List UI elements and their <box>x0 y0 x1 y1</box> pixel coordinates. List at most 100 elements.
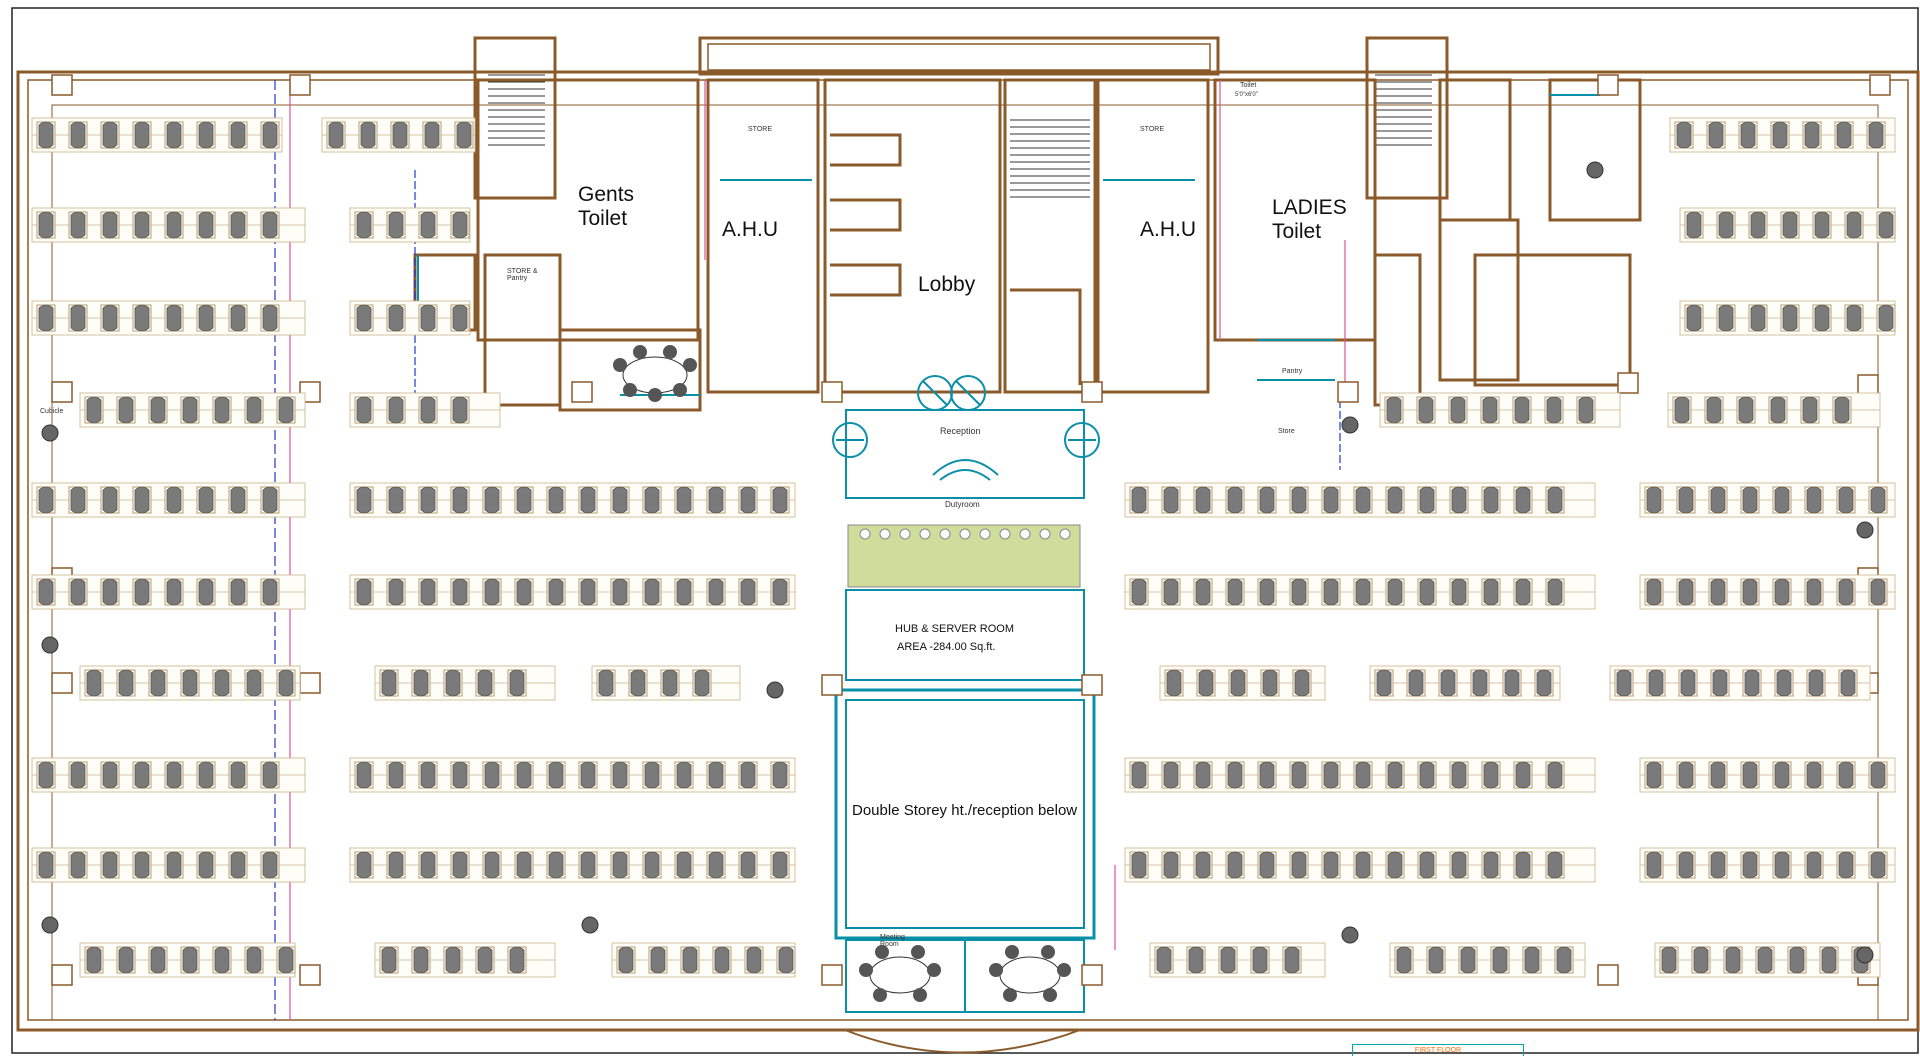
workstation <box>164 121 184 149</box>
workstation <box>1868 578 1888 606</box>
workstation <box>180 396 200 424</box>
workstation <box>418 578 438 606</box>
workstation <box>1449 851 1469 879</box>
workstation <box>1129 761 1149 789</box>
title-block: FIRST FLOOR <box>1352 1044 1524 1056</box>
workstation <box>354 851 374 879</box>
workstation <box>610 486 630 514</box>
column <box>1081 381 1103 403</box>
workstation <box>418 851 438 879</box>
workstation <box>1225 851 1245 879</box>
workstation <box>411 946 431 974</box>
workstation <box>1321 851 1341 879</box>
workstation <box>706 851 726 879</box>
workstation <box>546 578 566 606</box>
workstation <box>1806 669 1826 697</box>
workstation <box>1161 578 1181 606</box>
workstation <box>514 578 534 606</box>
workstation <box>1186 946 1206 974</box>
workstation <box>36 486 56 514</box>
column <box>51 964 73 986</box>
workstation <box>260 761 280 789</box>
workstation <box>738 851 758 879</box>
workstation <box>100 761 120 789</box>
workstation <box>1844 211 1864 239</box>
workstation <box>1644 761 1664 789</box>
workstation-clusters <box>31 117 1896 978</box>
workstation <box>1225 486 1245 514</box>
ladies-toilet-label: LADIES Toilet <box>1272 196 1347 243</box>
workstation <box>1257 486 1277 514</box>
workstation <box>116 669 136 697</box>
workstation <box>1385 486 1405 514</box>
workstation <box>1449 761 1469 789</box>
workstation <box>1676 578 1696 606</box>
workstation <box>260 578 280 606</box>
workstation <box>1522 946 1542 974</box>
workstation <box>418 761 438 789</box>
workstation <box>386 851 406 879</box>
workstation <box>443 946 463 974</box>
hub-server-line1: HUB & SERVER ROOM <box>895 623 1014 635</box>
workstation <box>1804 851 1824 879</box>
workstation <box>1129 851 1149 879</box>
workstation <box>276 946 296 974</box>
workstation <box>1836 486 1856 514</box>
workstation <box>450 396 470 424</box>
column <box>571 381 593 403</box>
workstation <box>1659 946 1679 974</box>
workstation <box>276 396 296 424</box>
workstation <box>1289 578 1309 606</box>
workstation <box>642 486 662 514</box>
workstation <box>1644 578 1664 606</box>
workstation <box>68 211 88 239</box>
workstation <box>260 304 280 332</box>
column <box>1081 674 1103 696</box>
workstation <box>1282 946 1302 974</box>
workstation <box>116 396 136 424</box>
workstation <box>260 121 280 149</box>
column <box>821 381 843 403</box>
workstation <box>1545 578 1565 606</box>
workstation <box>1772 851 1792 879</box>
workstation <box>244 396 264 424</box>
workstation <box>354 486 374 514</box>
workstation <box>418 396 438 424</box>
workstation <box>1193 851 1213 879</box>
workstation <box>1706 121 1726 149</box>
workstation <box>1774 669 1794 697</box>
workstation <box>164 851 184 879</box>
workstation <box>1534 669 1554 697</box>
workstation <box>1800 396 1820 424</box>
workstation <box>1292 669 1312 697</box>
workstation <box>1804 761 1824 789</box>
workstation <box>1481 761 1501 789</box>
gents-toilet-label: Gents Toilet <box>578 183 635 230</box>
workstation <box>1394 946 1414 974</box>
workstation <box>148 669 168 697</box>
workstation <box>706 761 726 789</box>
workstation <box>1644 486 1664 514</box>
workstation <box>36 121 56 149</box>
workstation <box>196 211 216 239</box>
workstation <box>36 211 56 239</box>
workstation <box>1748 211 1768 239</box>
workstation <box>100 851 120 879</box>
workstation <box>1193 578 1213 606</box>
workstation <box>1321 486 1341 514</box>
workstation <box>578 486 598 514</box>
workstation <box>738 486 758 514</box>
workstation <box>1772 578 1792 606</box>
workstation <box>1684 211 1704 239</box>
workstation <box>610 761 630 789</box>
workstation <box>642 851 662 879</box>
workstation <box>1545 486 1565 514</box>
column <box>821 964 843 986</box>
workstation <box>1417 851 1437 879</box>
workstation <box>228 578 248 606</box>
workstation <box>1704 396 1724 424</box>
workstation <box>228 486 248 514</box>
workstation <box>770 851 790 879</box>
workstation <box>1672 396 1692 424</box>
lobby-features <box>832 375 1100 458</box>
